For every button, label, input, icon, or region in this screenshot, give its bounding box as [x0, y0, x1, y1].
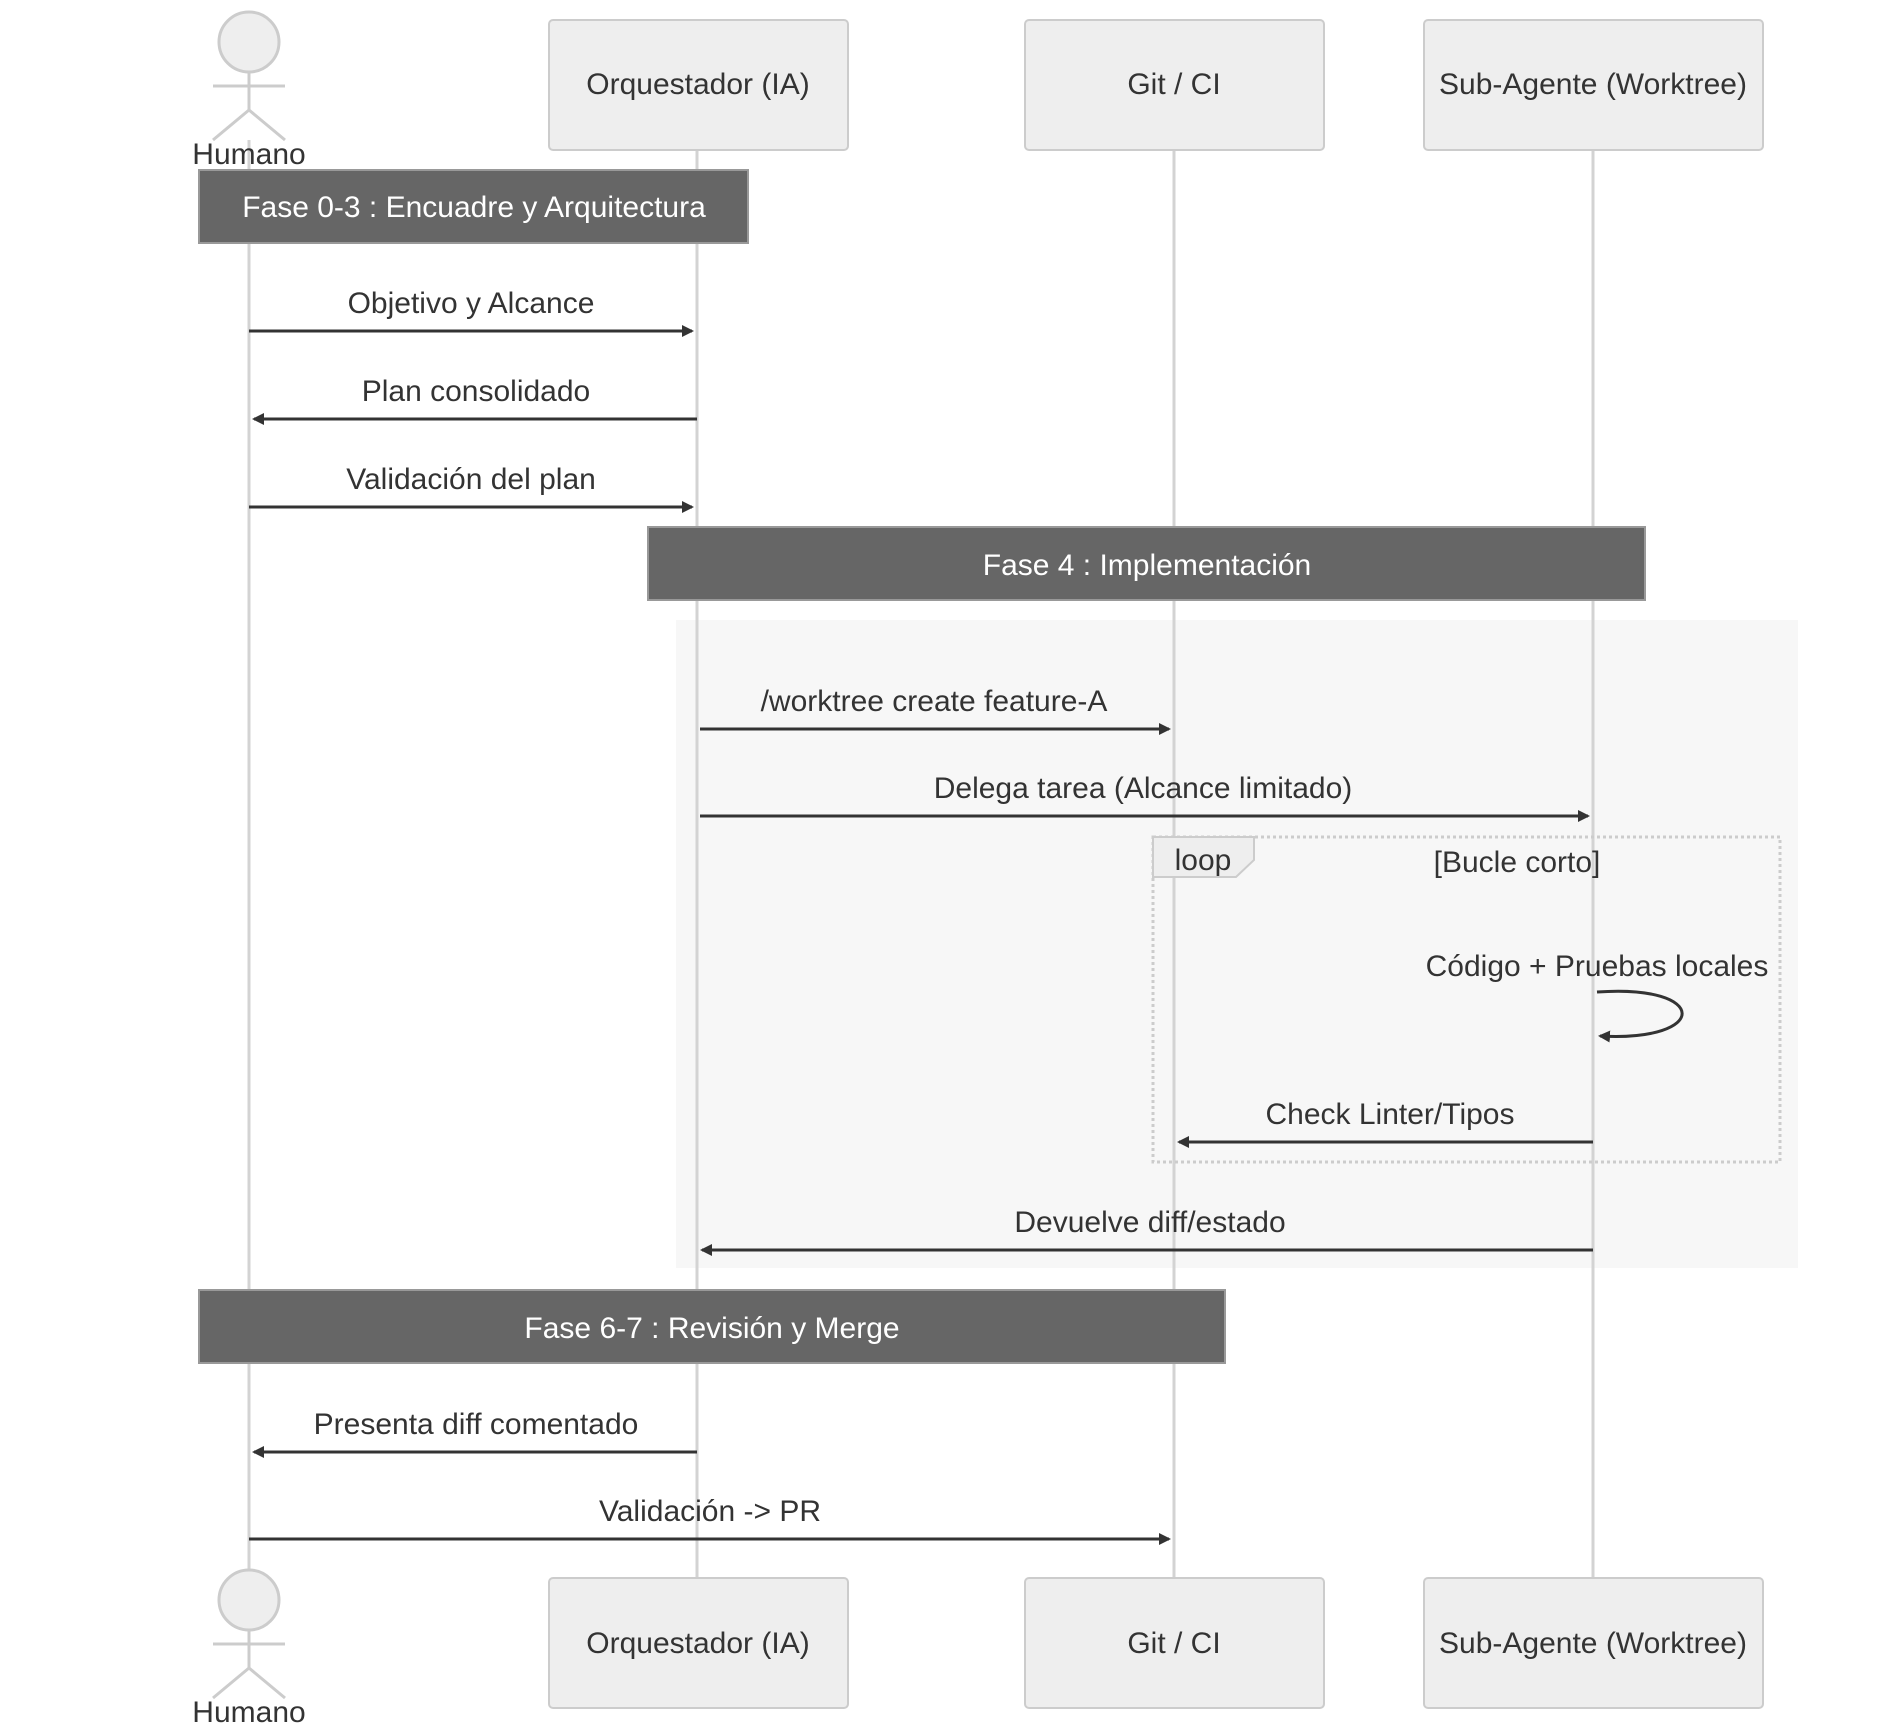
message-label: Validación -> PR — [599, 1495, 821, 1528]
message-self-code-tests: Código + Pruebas locales — [1426, 950, 1769, 1043]
loop-frame: loop [Bucle corto] — [1151, 835, 1782, 1164]
message-label: Delega tarea (Alcance limitado) — [934, 772, 1353, 805]
message-worktree-create: /worktree create feature-A — [700, 685, 1171, 735]
message-label: Plan consolidado — [362, 375, 591, 408]
message-delegate: Delega tarea (Alcance limitado) — [700, 772, 1590, 822]
message-label: Check Linter/Tipos — [1266, 1098, 1515, 1131]
loop-keyword: loop — [1175, 844, 1232, 877]
message-validation-pr: Validación -> PR — [249, 1495, 1171, 1545]
phase-1-banner: Fase 0-3 : Encuadre y Arquitectura — [198, 169, 749, 244]
phase-2-banner: Fase 4 : Implementación — [647, 526, 1646, 601]
message-label: Código + Pruebas locales — [1426, 950, 1769, 983]
git-participant-bottom: Git / CI — [1024, 1577, 1325, 1709]
message-label: /worktree create feature-A — [761, 685, 1108, 718]
subagent-label: Sub-Agente (Worktree) — [1439, 68, 1747, 101]
actor-head-icon — [217, 1568, 281, 1632]
message-present-diff: Presenta diff comentado — [252, 1408, 697, 1458]
human-label: Humano — [192, 1696, 305, 1729]
message-label: Presenta diff comentado — [314, 1408, 639, 1441]
phase-3-banner: Fase 6-7 : Revisión y Merge — [198, 1289, 1226, 1364]
human-actor-bottom: Humano — [192, 1568, 306, 1729]
human-actor-top: Humano — [192, 10, 306, 171]
message-objective: Objetivo y Alcance — [249, 287, 694, 337]
message-label: Objetivo y Alcance — [348, 287, 595, 320]
message-plan: Plan consolidado — [252, 375, 697, 425]
phase-1-label: Fase 0-3 : Encuadre y Arquitectura — [242, 191, 706, 224]
orchestrator-label: Orquestador (IA) — [586, 1627, 809, 1660]
git-label: Git / CI — [1127, 1627, 1220, 1660]
orchestrator-participant-bottom: Orquestador (IA) — [548, 1577, 849, 1709]
message-label: Devuelve diff/estado — [1014, 1206, 1285, 1239]
message-return-diff: Devuelve diff/estado — [700, 1206, 1593, 1256]
phase-2-label: Fase 4 : Implementación — [983, 549, 1312, 582]
actor-head-icon — [217, 10, 281, 74]
message-check-linter: Check Linter/Tipos — [1177, 1098, 1593, 1148]
git-label: Git / CI — [1127, 68, 1220, 101]
loop-condition: [Bucle corto] — [1434, 846, 1601, 879]
subagent-participant-bottom: Sub-Agente (Worktree) — [1423, 1577, 1764, 1709]
message-plan-validation: Validación del plan — [249, 463, 694, 513]
subagent-participant-top: Sub-Agente (Worktree) — [1423, 19, 1764, 151]
orchestrator-participant-top: Orquestador (IA) — [548, 19, 849, 151]
git-participant-top: Git / CI — [1024, 19, 1325, 151]
message-label: Validación del plan — [346, 463, 596, 496]
phase-3-label: Fase 6-7 : Revisión y Merge — [524, 1312, 899, 1345]
orchestrator-label: Orquestador (IA) — [586, 68, 809, 101]
human-label: Humano — [192, 138, 305, 171]
subagent-label: Sub-Agente (Worktree) — [1439, 1627, 1747, 1660]
